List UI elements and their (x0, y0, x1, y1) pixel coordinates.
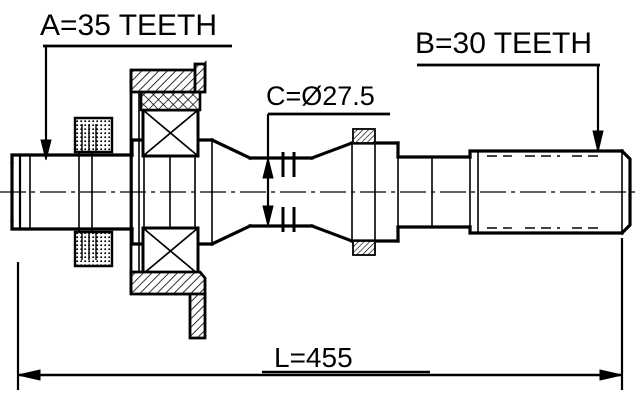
dimension-label-b: B=30 TEETH (415, 27, 593, 60)
dimension-overall-length (16, 238, 624, 390)
dimension-label-a: A=35 TEETH (40, 9, 218, 42)
snap-ring-groove (352, 128, 376, 256)
ball-bearing (141, 108, 200, 276)
rubber-seal-left (73, 116, 114, 268)
shaft-break-lines (281, 152, 296, 232)
dimension-label-c: C=Ø27.5 (266, 81, 375, 111)
dust-cover-shield (129, 60, 207, 340)
label-underlines (43, 44, 600, 116)
dimension-leader-b (417, 63, 604, 153)
right-spline-root-dashes (487, 155, 600, 229)
dimension-label-length: L=455 (274, 342, 353, 373)
